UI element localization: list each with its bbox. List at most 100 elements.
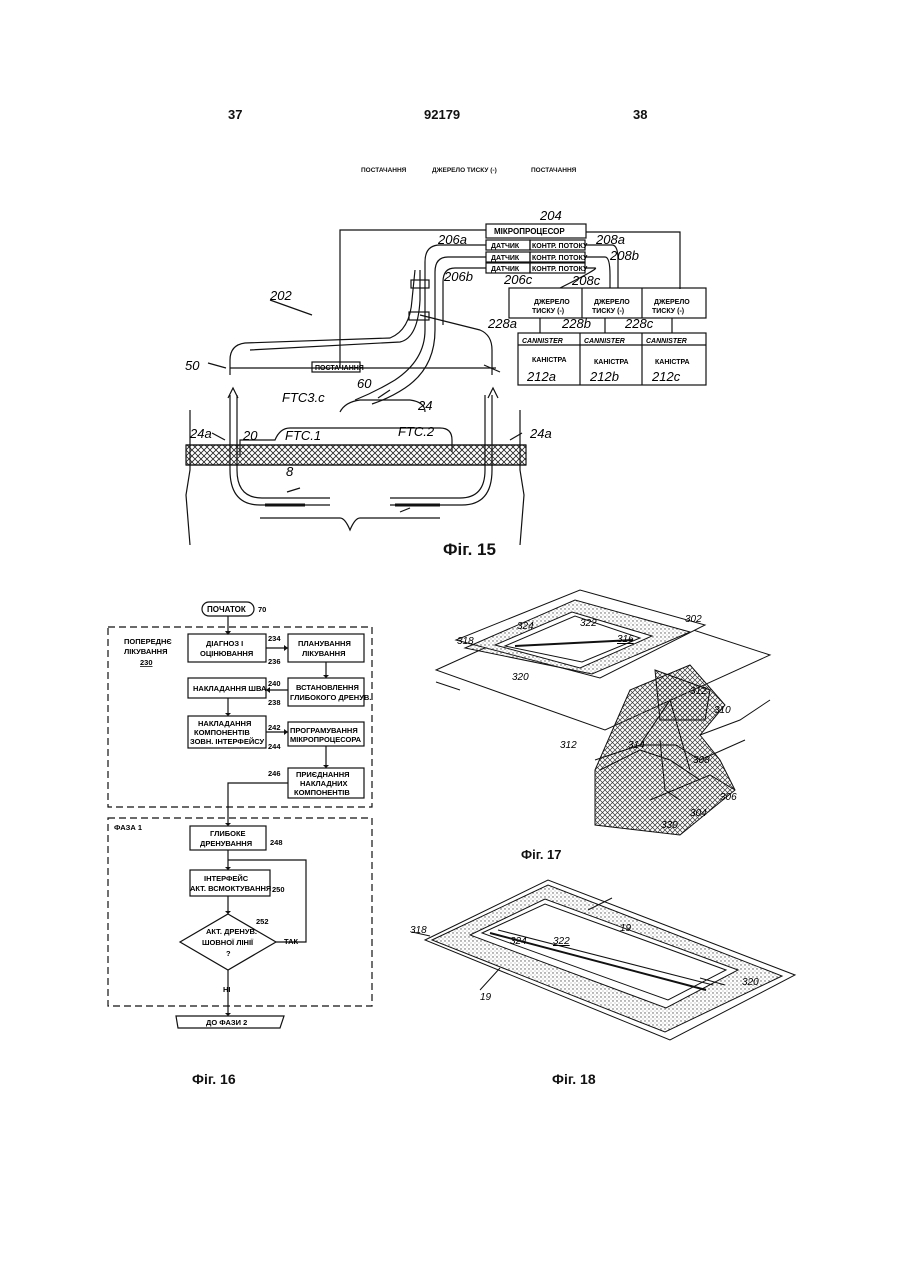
canister-en-b: CANNISTER	[584, 338, 625, 345]
ref-20: 20	[242, 428, 258, 443]
ref-206c: 206c	[503, 272, 533, 287]
canister-label-b: КАНІСТРА	[594, 359, 629, 366]
ext-l2: КОМПОНЕНТІВ	[194, 728, 250, 737]
ref-50: 50	[185, 358, 200, 373]
plan-l1: ПЛАНУВАННЯ	[298, 639, 351, 648]
fig18-ref-322: 322	[553, 936, 570, 947]
ref-242: 242	[268, 723, 281, 732]
ref-308: 308	[693, 755, 710, 766]
ref-320: 320	[512, 672, 529, 683]
ref-ftc1: FTC.1	[285, 428, 321, 443]
ref-70: 70	[258, 605, 266, 614]
source-a-l1: ДЖЕРЕЛО	[534, 299, 570, 306]
phase1-label: ФАЗА 1	[114, 823, 142, 832]
ext-l3: ЗОВН. ІНТЕРФЕЙСУ	[190, 737, 265, 746]
pre-treatment-l2: ЛІКУВАННЯ	[124, 647, 167, 656]
pre-treatment-l1: ПОПЕРЕДНЄ	[124, 637, 172, 646]
diag-l2: ОЦІНЮВАННЯ	[200, 649, 253, 658]
ref-322: 322	[580, 618, 597, 629]
diag-l1: ДІАГНОЗ І	[206, 639, 243, 648]
ref-330: 330	[661, 820, 678, 831]
ref-248: 248	[270, 838, 283, 847]
ref-252: 252	[256, 917, 269, 926]
ref-212c: 212c	[651, 369, 681, 384]
ref-246: 246	[268, 769, 281, 778]
ref-202: 202	[269, 288, 292, 303]
decision-l3: ?	[226, 949, 231, 958]
source-c-l1: ДЖЕРЕЛО	[654, 299, 690, 306]
to-phase2-label: ДО ФАЗИ 2	[206, 1018, 247, 1027]
ref-310: 310	[714, 705, 731, 716]
ref-312-right: 312	[690, 686, 707, 697]
ref-8: 8	[286, 464, 294, 479]
suction-l1: ІНТЕРФЕЙС	[204, 874, 249, 883]
ref-228a: 228a	[487, 316, 517, 331]
suction-l2: АКТ. ВСМОКТУВАННЯ	[190, 884, 271, 893]
fig18-ref-318: 318	[410, 925, 427, 936]
source-b-l2: ТИСКУ (-)	[592, 308, 624, 315]
ref-206a: 206a	[437, 232, 467, 247]
dd-l2: ДРЕНУВАННЯ	[200, 839, 252, 848]
suture-label: НАКЛАДАННЯ ШВА	[193, 684, 267, 693]
ref-206b: 206b	[443, 269, 473, 284]
fig17-caption: Фіг. 17	[521, 847, 562, 862]
fig15-caption: Фіг. 15	[443, 540, 496, 560]
ref-60: 60	[357, 376, 372, 391]
start-label: ПОЧАТОК	[207, 605, 246, 614]
fig18-ref-19-bottom: 19	[480, 992, 492, 1003]
source-a-l2: ТИСКУ (-)	[532, 308, 564, 315]
ref-314: 314	[628, 740, 645, 751]
ref-228c: 228c	[624, 316, 654, 331]
fig18-caption: Фіг. 18	[552, 1071, 596, 1087]
flow-label-a: КОНТР. ПОТОКУ	[532, 243, 588, 250]
ref-240: 240	[268, 679, 281, 688]
source-b-l1: ДЖЕРЕЛО	[594, 299, 630, 306]
ref-304: 304	[690, 808, 707, 819]
prog-l1: ПРОГРАМУВАННЯ	[290, 726, 358, 735]
ref-306: 306	[720, 792, 737, 803]
dd-l1: ГЛИБОКЕ	[210, 829, 246, 838]
canister-en-c: CANNISTER	[646, 338, 687, 345]
ref-318: 318	[457, 636, 474, 647]
yes-label: ТАК	[284, 937, 299, 946]
flow-label-c: КОНТР. ПОТОКУ	[532, 266, 588, 273]
attach-l1: ПРИЄДНАННЯ	[296, 770, 350, 779]
prog-l2: МІКРОПРОЦЕСОРА	[290, 735, 362, 744]
attach-l2: НАКЛАДНИХ	[300, 779, 348, 788]
ref-212a: 212a	[526, 369, 556, 384]
ref-244: 244	[268, 742, 281, 751]
ref-312-left: 312	[560, 740, 577, 751]
supply-label: ПОСТАЧАННЯ	[315, 365, 364, 372]
canister-en-a: CANNISTER	[522, 338, 563, 345]
ref-234: 234	[268, 634, 281, 643]
ext-l1: НАКЛАДАННЯ	[198, 719, 251, 728]
ref-212b: 212b	[589, 369, 619, 384]
sensor-label-b: ДАТЧИК	[491, 255, 520, 262]
ref-316: 316	[617, 634, 634, 645]
fig18-ref-19-top: 19	[620, 923, 632, 934]
deep-l2: ГЛИБОКОГО ДРЕНУВ.	[290, 693, 371, 702]
microprocessor-label: МІКРОПРОЦЕСОР	[494, 227, 565, 236]
deep-l1: ВСТАНОВЛЕННЯ	[296, 683, 359, 692]
attach-l3: КОМПОНЕНТІВ	[294, 788, 350, 797]
ref-ftc2: FTC.2	[398, 424, 435, 439]
decision-l1: АКТ. ДРЕНУВ.	[206, 927, 257, 936]
ref-208a: 208a	[595, 232, 625, 247]
ref-302: 302	[685, 614, 702, 625]
ref-236: 236	[268, 657, 281, 666]
sensor-label-a: ДАТЧИК	[491, 243, 520, 250]
ref-24a-right: 24a	[529, 426, 552, 441]
ref-208b: 208b	[609, 248, 639, 263]
ref-208c: 208c	[571, 273, 601, 288]
fig18-ref-324: 324	[510, 936, 527, 947]
ref-238: 238	[268, 698, 281, 707]
pre-treatment-num: 230	[140, 658, 153, 667]
ref-250: 250	[272, 885, 285, 894]
flow-label-b: КОНТР. ПОТОКУ	[532, 255, 588, 262]
decision-l2: ШОВНОЇ ЛІНІЇ	[202, 938, 254, 947]
canister-label-c: КАНІСТРА	[655, 359, 690, 366]
ref-204: 204	[539, 208, 562, 223]
plan-l2: ЛІКУВАННЯ	[302, 649, 345, 658]
ref-324: 324	[517, 621, 534, 632]
